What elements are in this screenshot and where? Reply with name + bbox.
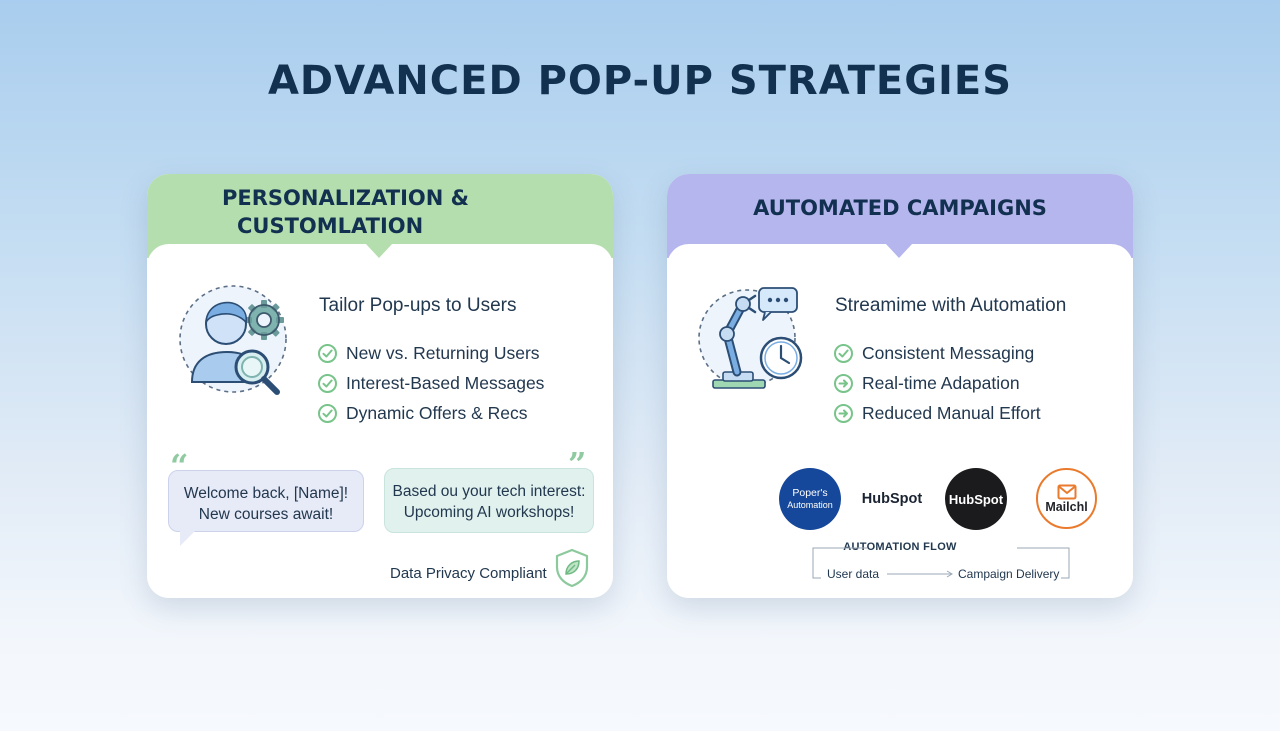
page-title: ADVANCED POP-UP STRATEGIES [267,58,1013,104]
list-item-label: Reduced Manual Effort [862,402,1041,423]
flow-target: Campaign Delivery [958,567,1060,581]
list-item: Reduced Manual Effort [834,398,1041,428]
check-icon [318,403,337,423]
mailchimp-logo: Mailchl [1036,468,1097,529]
personalization-card: PERSONALIZATION & CUSTOMLATION Tailor Po… [147,174,613,598]
list-item-label: Dynamic Offers & Recs [346,402,528,423]
bubble-line: New courses await! [198,506,334,523]
logo-text: Mailchl [1045,499,1088,514]
check-icon [318,343,337,363]
benefit-list: Consistent Messaging Real-time Adapation… [834,338,1041,428]
logo-text: Poper's [792,487,828,499]
hubspot-logo: HubSpot [861,491,923,507]
bubble-tail [180,530,196,546]
arrow-right-icon [834,373,853,393]
header-pointer [885,243,913,258]
privacy-label: Data Privacy Compliant [390,565,547,582]
list-item-label: Real-time Adapation [862,372,1020,393]
bubble-line: Upcoming AI workshops! [403,504,575,521]
robot-arm-clock-icon [698,287,803,389]
card-subtitle: Streamime with Automation [835,295,1067,316]
bubble-line: Welcome back, [Name]! [183,485,349,502]
automation-flow-title: AUTOMATION FLOW [843,541,957,553]
benefit-list: New vs. Returning Users Interest-Based M… [318,338,544,428]
list-item-label: Interest-Based Messages [346,372,545,393]
welcome-message-bubble: Welcome back, [Name]! New courses await! [168,470,364,532]
card-title: AUTOMATED CAMPAIGNS [753,196,1047,220]
list-item-label: Consistent Messaging [862,342,1035,363]
header-pointer [365,243,393,258]
list-item: Dynamic Offers & Recs [318,398,544,428]
list-item: Interest-Based Messages [318,368,544,398]
automation-flow-frame [812,547,1070,579]
card-subtitle: Tailor Pop-ups to Users [319,295,517,316]
mail-icon [1057,484,1076,499]
list-item: Real-time Adapation [834,368,1041,398]
popers-automation-logo: Poper's Automation [779,468,841,530]
shield-leaf-icon [555,548,589,588]
logo-text: Automation [787,500,833,510]
list-item: New vs. Returning Users [318,338,544,368]
list-item-label: New vs. Returning Users [346,342,540,363]
list-item: Consistent Messaging [834,338,1041,368]
card-title: PERSONALIZATION & CUSTOMLATION [222,184,522,240]
hubspot-dark-logo: HubSpot [945,468,1007,530]
check-icon [834,343,853,363]
card-title-line2: CUSTOMLATION [237,214,424,238]
interest-message-bubble: Based ou your tech interest: Upcoming AI… [384,468,594,533]
card-title-line1: PERSONALIZATION & [222,186,469,210]
arrow-right-icon [834,403,853,423]
bubble-line: Based ou your tech interest: [392,483,586,500]
flow-source: User data [827,567,880,581]
user-gear-magnifier-icon [179,285,287,395]
check-icon [318,373,337,393]
automation-card: AUTOMATED CAMPAIGNS Streamime with Autom… [667,174,1133,598]
